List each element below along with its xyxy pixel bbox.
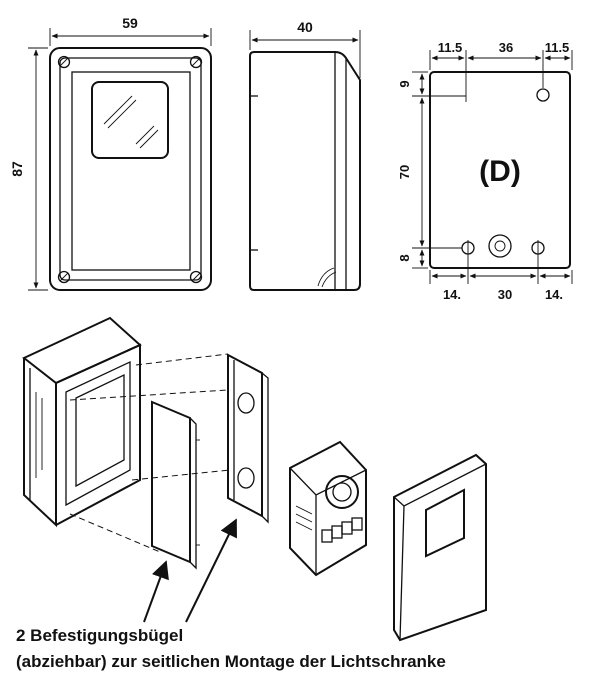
side-view: 40 xyxy=(249,19,361,291)
front-cover xyxy=(393,453,487,642)
mounting-hole-icon xyxy=(461,240,475,256)
side-depth-label: 40 xyxy=(297,19,313,35)
bottom-right-label: 14. xyxy=(545,287,563,302)
caption-line-1: 2 Befestigungsbügel xyxy=(16,626,184,645)
pointer-arrow xyxy=(185,518,237,623)
exploded-view xyxy=(22,316,487,642)
left-top-label: 9 xyxy=(397,80,412,87)
cover-window xyxy=(425,488,465,558)
mounting-bracket xyxy=(227,353,269,524)
mounting-hole-icon xyxy=(536,88,550,102)
top-right-label: 11.5 xyxy=(545,40,570,55)
circuit-board xyxy=(289,440,367,577)
pointer-arrow xyxy=(143,560,169,623)
front-window xyxy=(91,81,169,159)
front-height-label: 87 xyxy=(9,161,25,177)
hole-view: (D) 11.5 36 11.5 9 70 8 xyxy=(397,40,573,302)
screw-icon xyxy=(57,270,71,284)
caption-line-2: (abziehbar) zur seitlichen Montage der L… xyxy=(16,652,446,671)
top-left-label: 11.5 xyxy=(438,40,463,55)
housing-base xyxy=(22,316,142,528)
left-mid-label: 70 xyxy=(397,165,412,179)
bottom-mid-label: 30 xyxy=(498,287,512,302)
bottom-left-label: 14. xyxy=(443,287,461,302)
screw-icon xyxy=(57,55,71,69)
mounting-bracket xyxy=(151,400,200,570)
screw-icon xyxy=(189,270,203,284)
top-mid-label: 36 xyxy=(499,40,513,55)
screw-icon xyxy=(189,55,203,69)
left-bottom-label: 8 xyxy=(397,254,412,261)
sensor-lens-icon xyxy=(325,475,359,509)
front-view: 59 87 xyxy=(9,15,212,291)
hole-view-marker: (D) xyxy=(479,155,521,188)
cable-entry-icon xyxy=(488,234,512,258)
front-width-label: 59 xyxy=(122,15,138,31)
mounting-hole-icon xyxy=(531,240,545,256)
